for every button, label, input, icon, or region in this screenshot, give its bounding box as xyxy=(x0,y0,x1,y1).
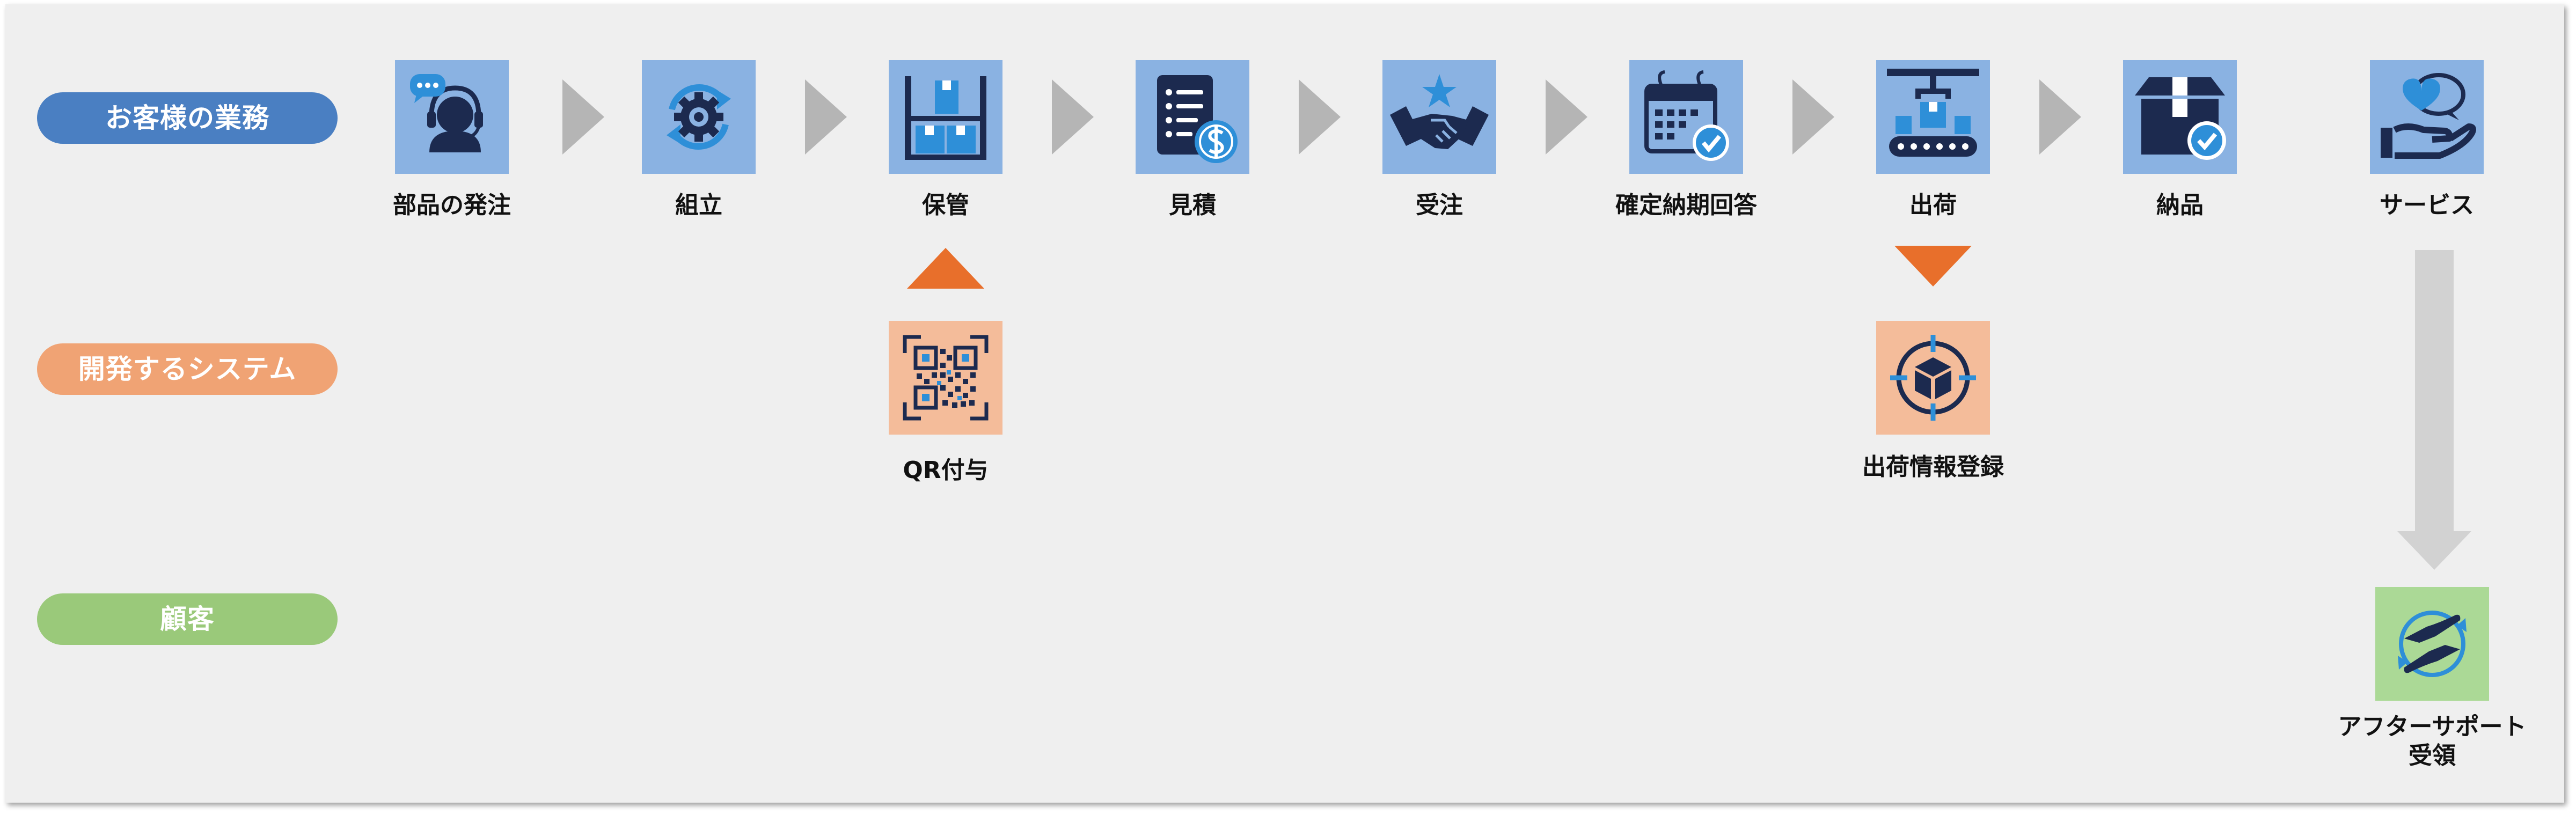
step-acceptance-label: 受注 xyxy=(1416,192,1463,219)
box-target-icon xyxy=(1890,335,1976,421)
estimate-tile xyxy=(1136,60,1249,174)
shipping-info-tile xyxy=(1876,321,1990,435)
after-support-label-line1: アフターサポート xyxy=(2338,713,2527,740)
lane-business-pill: お客様の業務 xyxy=(37,92,338,144)
flow-arrow-1 xyxy=(562,79,604,155)
handshake-star-icon xyxy=(1390,74,1489,149)
step-estimate-label: 見積 xyxy=(1169,192,1216,219)
assembly-tile xyxy=(642,60,756,174)
hands-cycle-icon xyxy=(2398,611,2467,677)
system-to-storage-arrow xyxy=(907,248,984,289)
box-check-icon xyxy=(2135,77,2226,160)
step-order-label: 部品の発注 xyxy=(393,192,511,219)
conveyor-crane-icon xyxy=(1887,69,1979,157)
order-tile xyxy=(395,60,509,174)
qr-label: QR付与 xyxy=(903,457,989,484)
flow-arrow-4 xyxy=(1299,79,1341,155)
flow-arrow-2 xyxy=(805,79,847,155)
shipping-to-system-arrow xyxy=(1894,246,1972,287)
step-delivery-label: 納品 xyxy=(2156,192,2204,219)
headset-chat-icon xyxy=(410,74,483,152)
gear-cycle-icon xyxy=(667,84,731,150)
calendar-check-icon xyxy=(1644,70,1729,161)
confirm-date-tile xyxy=(1629,60,1743,174)
qr-tile xyxy=(889,321,1002,435)
delivery-tile xyxy=(2123,60,2237,174)
lane-customer-pill: 顧客 xyxy=(37,593,338,645)
after-support-label-line2: 受領 xyxy=(2409,742,2456,769)
step-service-label: サービス xyxy=(2380,192,2474,219)
qr-code-icon xyxy=(903,335,989,421)
flow-arrow-6 xyxy=(1792,79,1834,155)
step-shipping-label: 出荷 xyxy=(1909,192,1957,219)
service-tile xyxy=(2370,60,2484,174)
diagram-canvas: お客様の業務 開発するシステム 顧客 部品の発注 xyxy=(5,4,2564,803)
storage-tile xyxy=(889,60,1002,174)
step-assembly-label: 組立 xyxy=(675,192,722,219)
hand-heart-chat-icon xyxy=(2381,73,2476,159)
shelf-boxes-icon xyxy=(905,76,986,160)
after-support-tile xyxy=(2375,587,2489,701)
flow-arrow-7 xyxy=(2039,79,2081,155)
step-confirm-delivery-date-label: 確定納期回答 xyxy=(1615,192,1757,219)
flow-arrow-5 xyxy=(1546,79,1587,155)
flow-arrow-3 xyxy=(1052,79,1094,155)
shipping-info-label: 出荷情報登録 xyxy=(1862,453,2004,481)
shipping-tile xyxy=(1876,60,1990,174)
invoice-dollar-icon xyxy=(1157,75,1238,163)
step-storage-label: 保管 xyxy=(922,192,969,219)
acceptance-tile xyxy=(1382,60,1496,174)
lane-system-pill: 開発するシステム xyxy=(37,343,338,395)
